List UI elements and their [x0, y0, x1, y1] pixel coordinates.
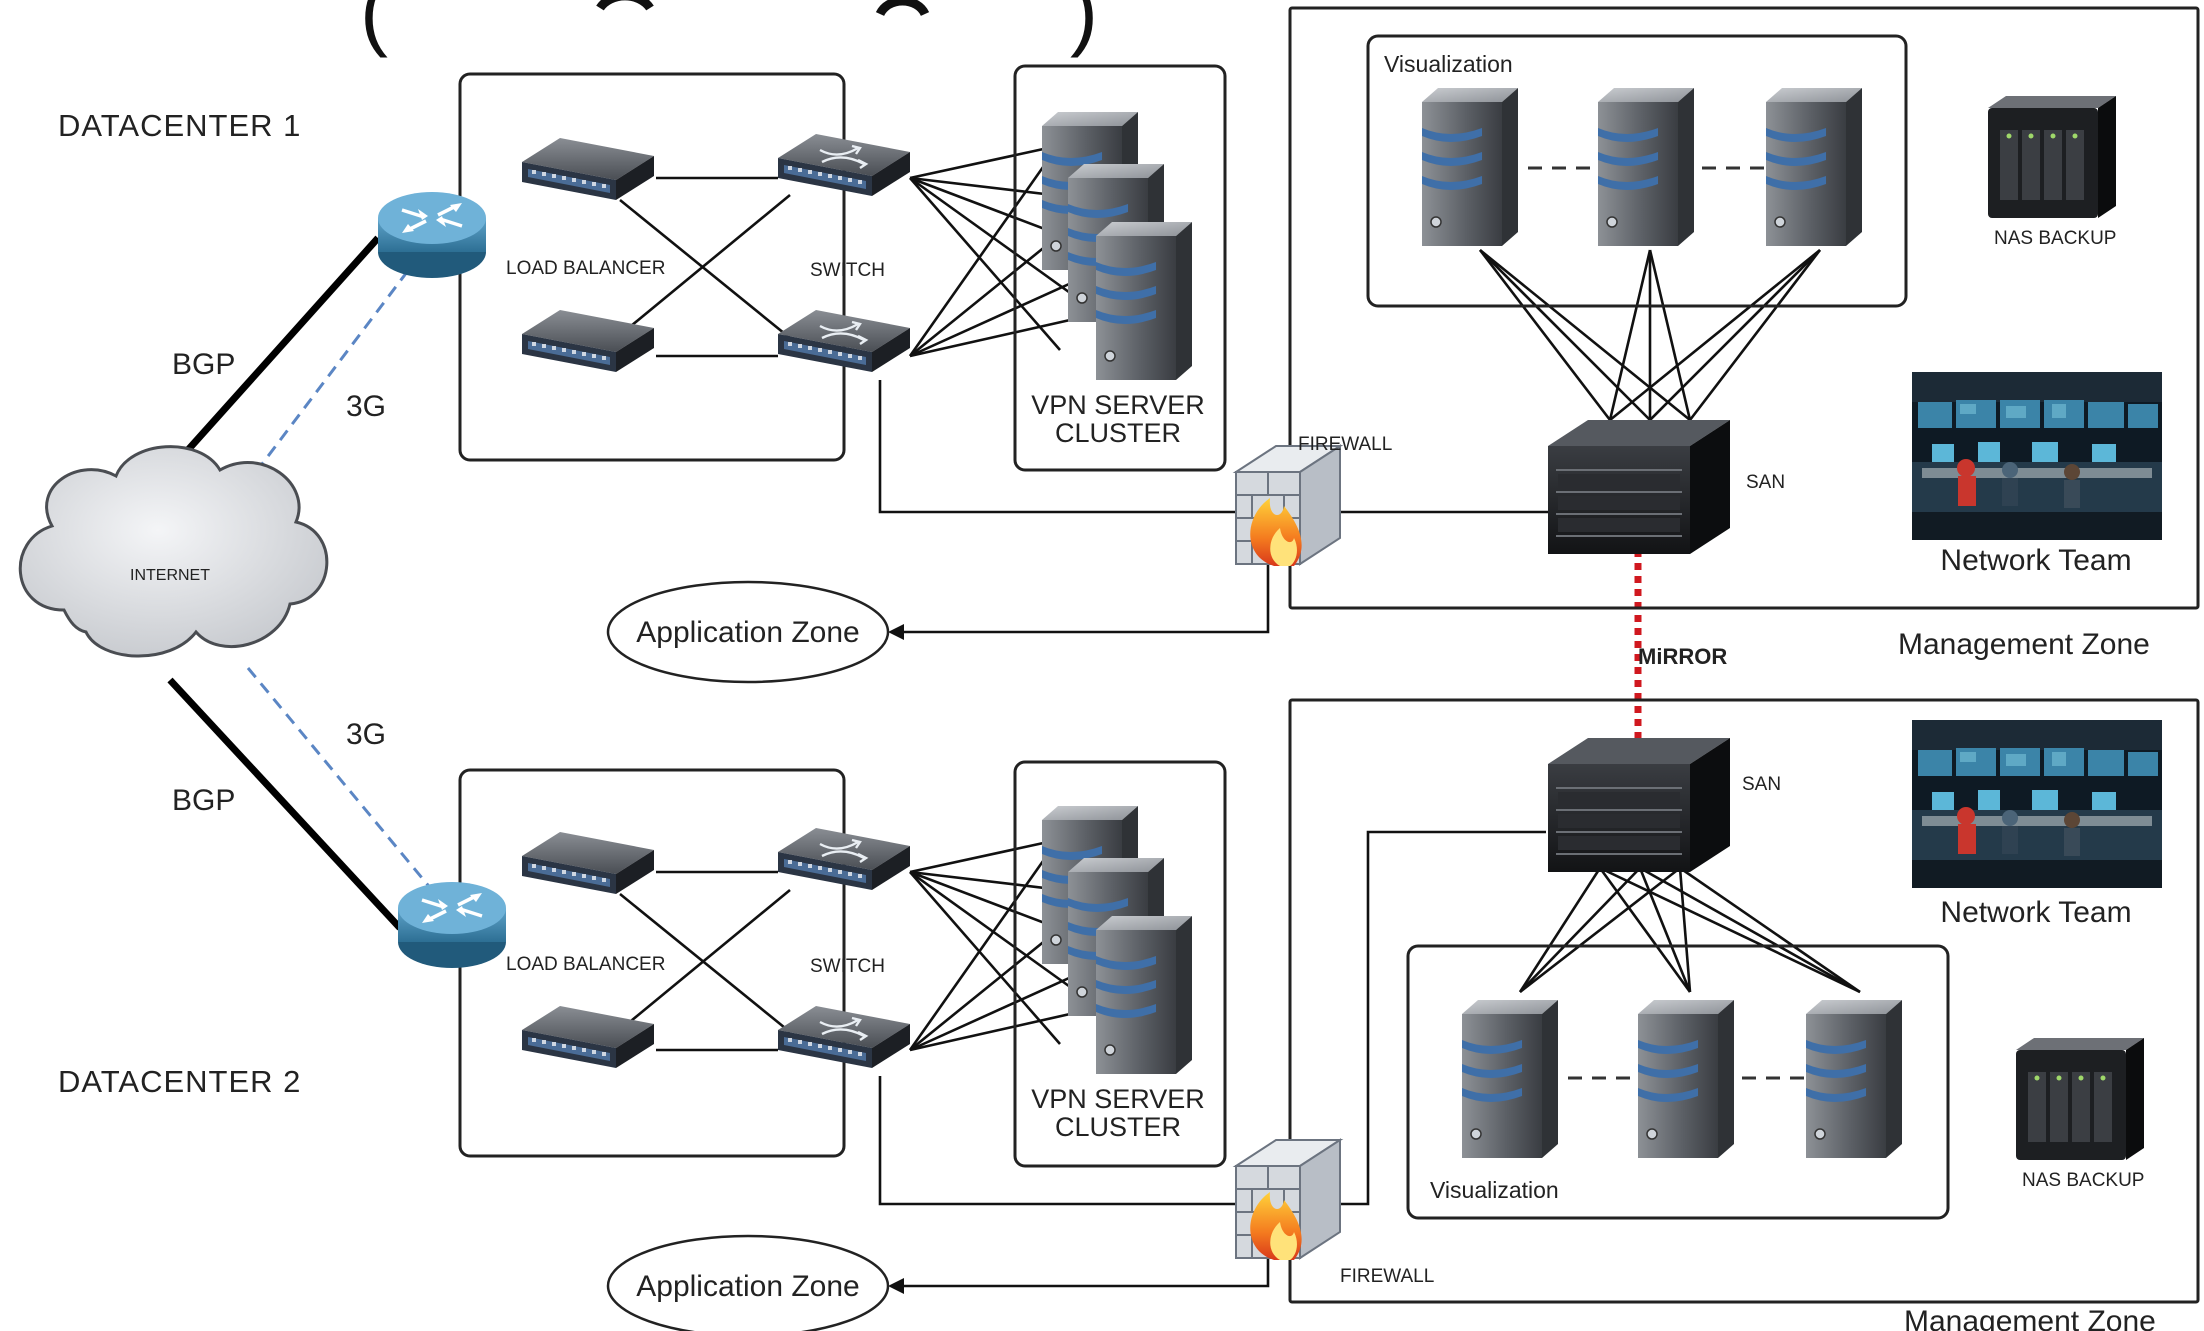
dc1-vpn-box [1013, 64, 1227, 472]
dc2-vpn-label-line1: VPN SERVER [1031, 1084, 1205, 1114]
mgmt2-san-label: SAN [1742, 774, 1781, 795]
internet-cloud [18, 445, 329, 658]
mgmt1-nas-icon [1988, 96, 2116, 218]
mgmt1-visualization-label: Visualization [1384, 51, 1513, 77]
bgp-top-label: BGP [172, 348, 235, 381]
dc1-firewall-icon [1235, 445, 1341, 567]
dc1-switch-icon-b [778, 310, 910, 372]
dc2-load-balancer-icon-b [522, 1006, 654, 1068]
title-fragment-glyphs [596, 0, 930, 17]
mirror-label: MiRROR [1638, 644, 1727, 669]
mgmt1-zone-box [1288, 6, 2200, 610]
internet-label: INTERNET [130, 567, 210, 584]
g3-bottom-label: 3G [346, 718, 386, 751]
server-icon [1421, 87, 1519, 247]
mgmt1-san-label: SAN [1746, 472, 1785, 493]
dc2-vpn-label-line2: CLUSTER [1055, 1112, 1181, 1142]
server-icon [1095, 221, 1193, 381]
dc2-switch-icon-a [778, 828, 910, 890]
mgmt2-network-team-photo [1912, 720, 2162, 888]
dc1-switch-icon-a [778, 134, 910, 196]
dc2-load-balancer-icon-a [522, 832, 654, 894]
mgmt1-visualization-box [1366, 34, 1908, 308]
dc1-application-zone-ellipse [606, 580, 890, 684]
mgmt2-zone-label: Management Zone [1904, 1305, 2156, 1331]
dc1-switch-label: SWITCH [810, 260, 885, 281]
mgmt1-visualization-servers [1421, 87, 1863, 247]
dc1-load-balancer-label: LOAD BALANCER [506, 258, 665, 279]
dc2-load-balancer-label: LOAD BALANCER [506, 954, 665, 975]
mgmt1-network-team-photo [1912, 372, 2162, 540]
dc1-load-balancer-icon-b [522, 310, 654, 372]
dc2-vpn-servers [1041, 805, 1193, 1075]
server-icon [1095, 915, 1193, 1075]
dc1-vpn-servers [1041, 111, 1193, 381]
dc1-label: DATACENTER 1 [58, 108, 301, 143]
dc2-vpn-box [1013, 760, 1227, 1168]
dc1-vpn-label-line2: CLUSTER [1055, 418, 1181, 448]
server-icon [1765, 87, 1863, 247]
server-icon [1805, 999, 1903, 1159]
dc2-firewall-icon [1235, 1139, 1341, 1261]
mgmt2-visualization-box [1406, 944, 1950, 1220]
wan-links [167, 235, 434, 931]
mgmt1-network-team-label: Network Team [1940, 544, 2131, 577]
dc1-wires [619, 146, 1548, 640]
dc2-firewall-label: FIREWALL [1340, 1266, 1434, 1287]
server-icon [1597, 87, 1695, 247]
dc2-application-zone-label: Application Zone [636, 1270, 859, 1303]
dc1-vpn-label-line1: VPN SERVER [1031, 390, 1205, 420]
dc1-load-balancer-icon-a [522, 138, 654, 200]
mgmt2-visualization-label: Visualization [1430, 1177, 1559, 1203]
title-close-paren: ) [1070, 0, 1098, 58]
mgmt2-san-icon [1547, 737, 1731, 873]
mgmt1-wires [1478, 166, 1822, 422]
mgmt2-network-team-label: Network Team [1940, 896, 2131, 929]
g3-top-label: 3G [346, 390, 386, 423]
title-open-paren: ( [360, 0, 388, 58]
dc1-router-icon [376, 190, 488, 280]
mgmt1-zone-label: Management Zone [1898, 628, 2150, 661]
dc2-label: DATACENTER 2 [58, 1064, 301, 1099]
server-icon [1637, 999, 1735, 1159]
mgmt2-zone-box [1288, 698, 2200, 1304]
server-icon [1461, 999, 1559, 1159]
dc2-application-zone-ellipse [606, 1234, 890, 1331]
mgmt2-nas-icon [2016, 1038, 2144, 1160]
mgmt1-san-icon [1547, 419, 1731, 555]
mgmt2-nas-label: NAS BACKUP [2022, 1170, 2144, 1191]
dc2-switch-icon-b [778, 1006, 910, 1068]
dc1-application-zone-label: Application Zone [636, 616, 859, 649]
mgmt2-visualization-servers [1461, 999, 1903, 1159]
dc2-switch-label: SWITCH [810, 956, 885, 977]
dc2-router-icon [396, 880, 508, 970]
dc1-firewall-label: FIREWALL [1298, 434, 1392, 455]
bgp-bottom-label: BGP [172, 784, 235, 817]
mgmt2-wires [1518, 866, 1861, 1080]
mgmt1-nas-label: NAS BACKUP [1994, 228, 2116, 249]
